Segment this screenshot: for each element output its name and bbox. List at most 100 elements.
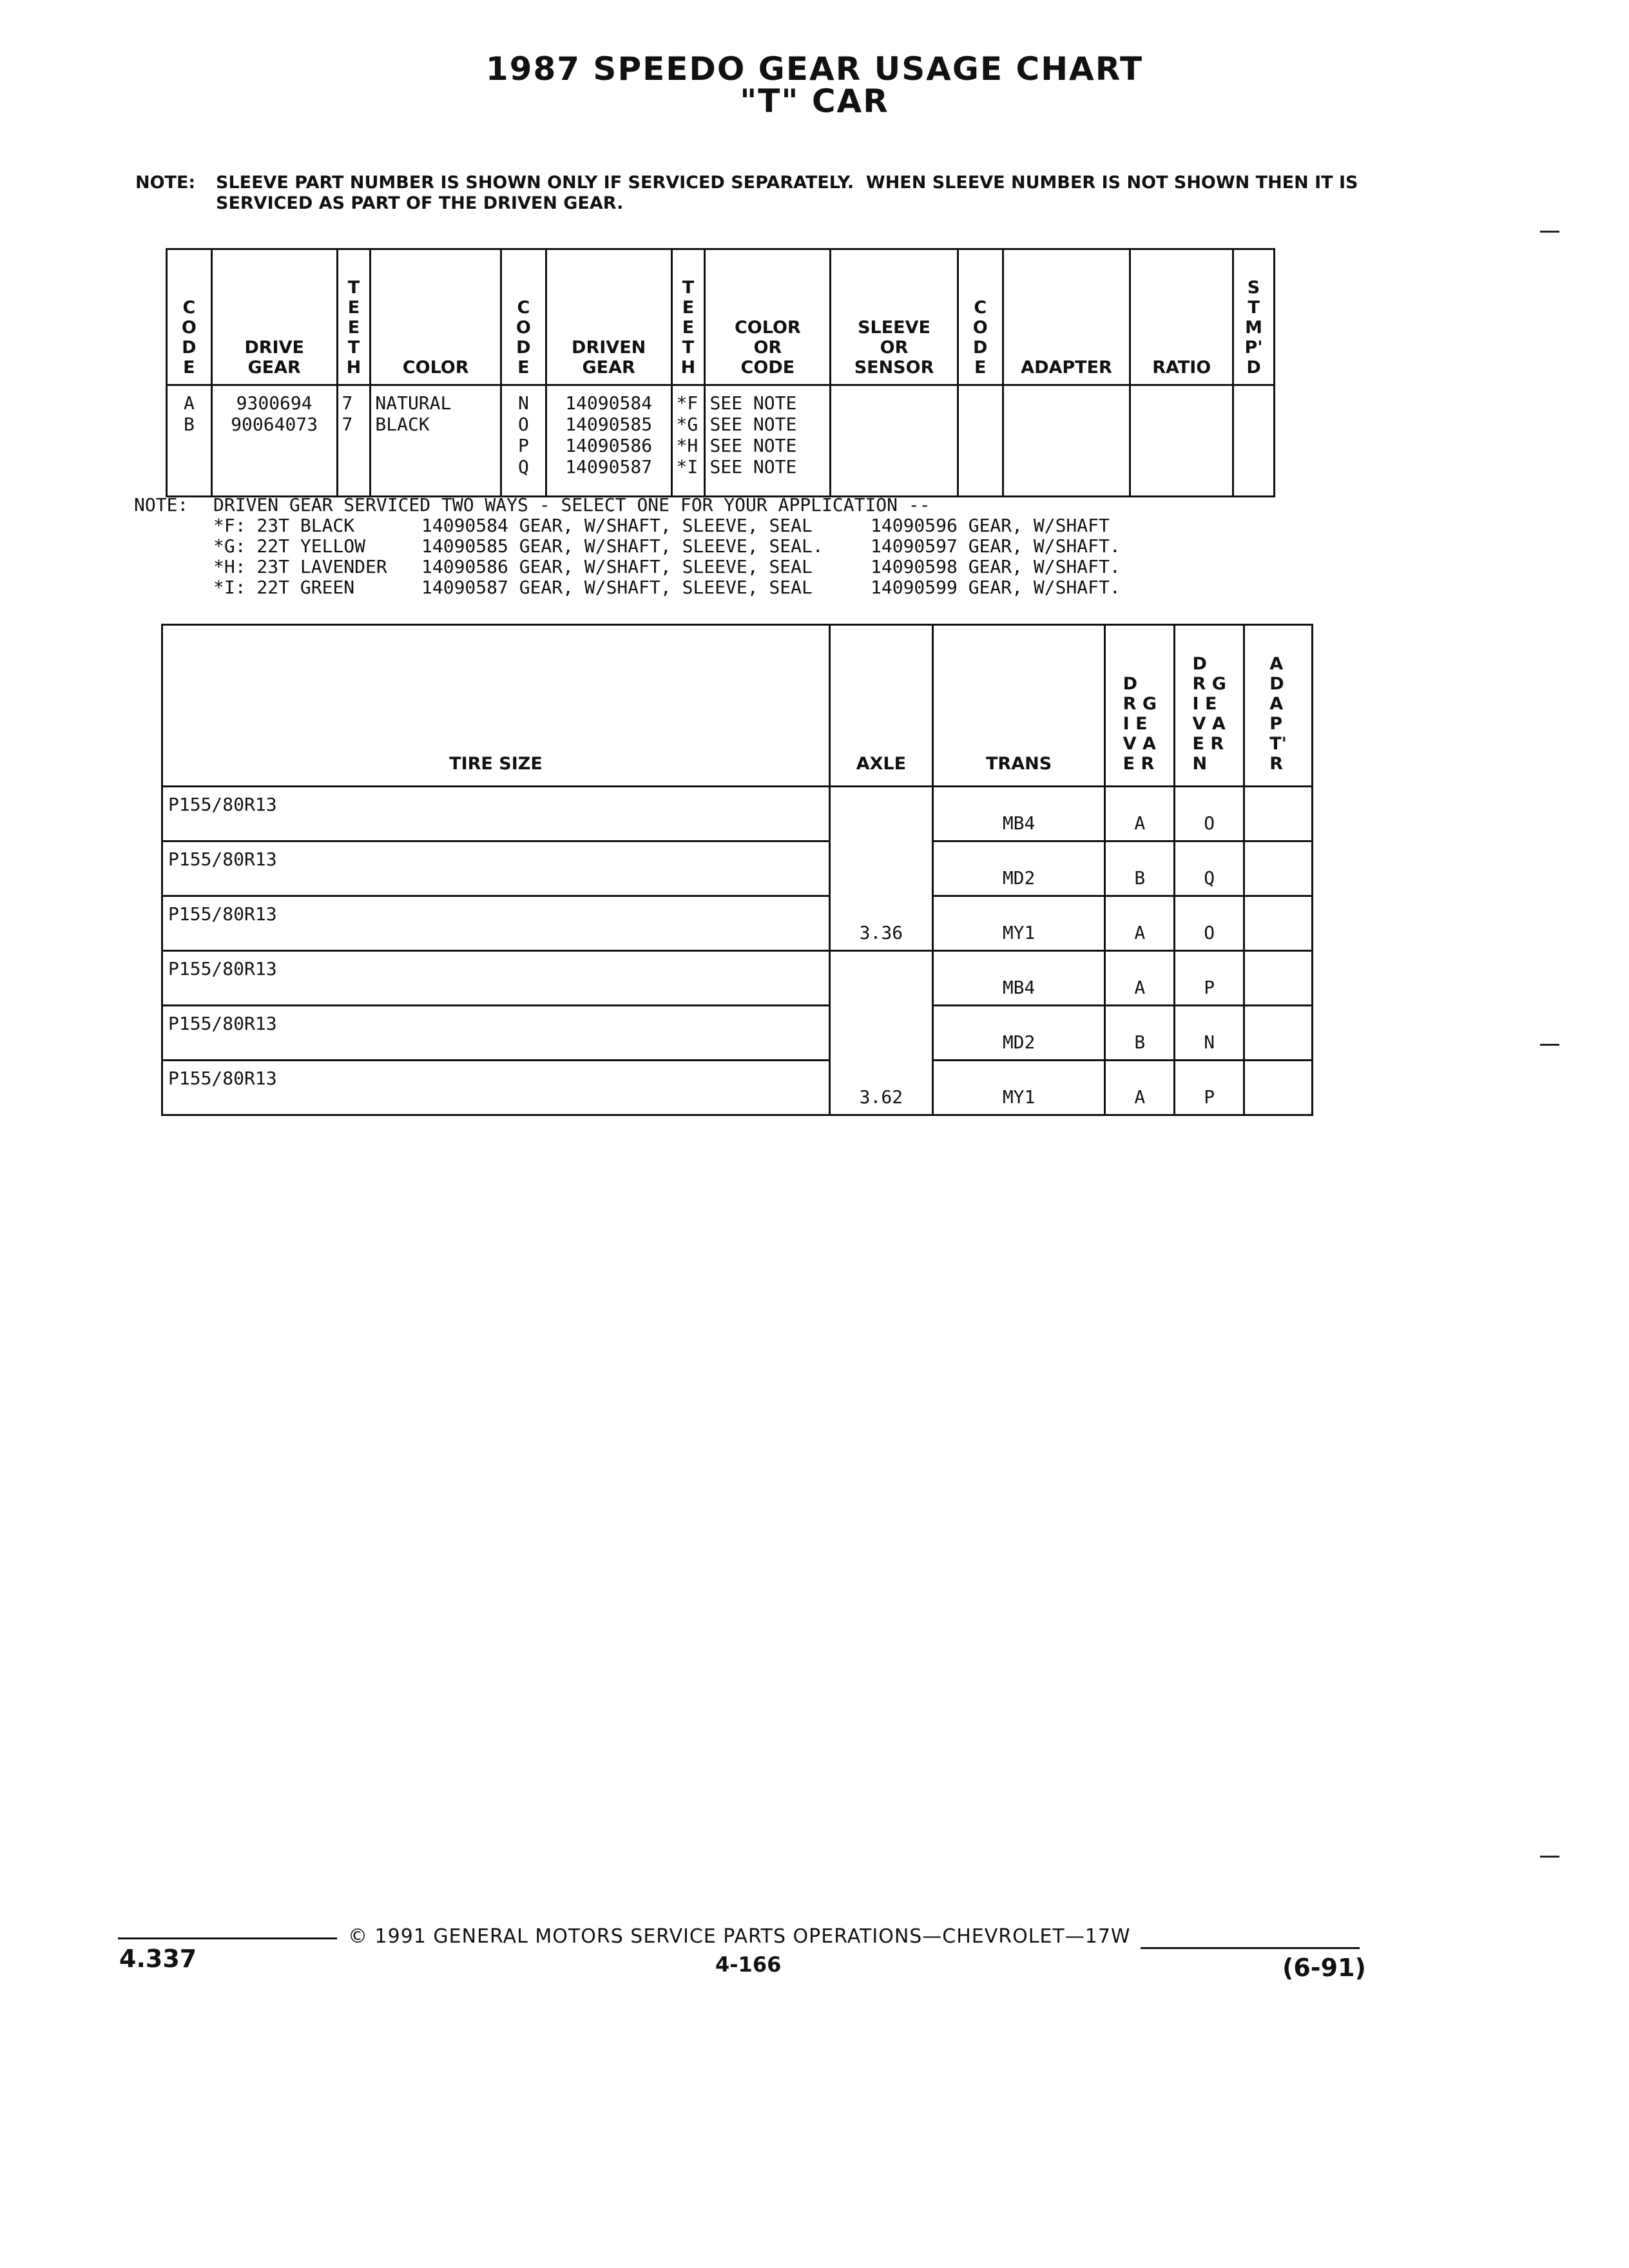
drive-teeth: 7 [342,392,353,414]
driven-gear: 14090586 [565,435,653,456]
header-teeth: T E E T H [336,248,372,386]
driven-gear: Q [1173,840,1246,897]
header-teeth: T E E T H [670,248,706,386]
margin-tick [1540,231,1559,233]
drive-gear: B [1104,1004,1176,1061]
footer-rule-left [118,1937,337,1939]
note-row-option2: 14090598 GEAR, W/SHAFT. [871,556,1121,577]
header-tire-size: TIRE SIZE [161,624,831,787]
drive-gear: A [1104,950,1176,1006]
gear-table-body: A B 9300694 90064073 7 7 NATURAL BLACK N… [166,384,1275,497]
copyright: © 1991 GENERAL MOTORS SERVICE PARTS OPER… [348,1925,1131,1948]
drive-code: B [183,414,195,435]
gear-table-header: C O D E DRIVE GEAR T E E T H COLOR C O D… [166,248,1275,386]
driven-gear: P [1173,1059,1246,1116]
tire-table-header: TIRE SIZE AXLE TRANS D R G I E V A E R D… [161,624,1313,787]
drive-gear: A [1104,895,1176,952]
header-ratio: RATIO [1129,248,1235,386]
driven-teeth: *F [676,392,699,414]
note-row-key: *I: 22T GREEN [213,577,355,598]
drive-gear: B [1104,840,1176,897]
drive-color-cell: NATURAL BLACK [369,384,502,497]
driven-gear: P [1173,950,1246,1006]
note-row-option1: 14090584 GEAR, W/SHAFT, SLEEVE, SEAL [421,515,813,536]
driven-gear: O [1173,895,1246,952]
table-row: P155/80R13 MD2 B N [161,1004,1313,1061]
tire-size: P155/80R13 [161,785,831,842]
table-row: P155/80R13 MY1 A O [161,895,1313,952]
driven-color-code: SEE NOTE [709,392,797,414]
note-row-option2: 14090597 GEAR, W/SHAFT. [871,535,1121,557]
header-code: C O D E [166,248,213,386]
adapter [1243,840,1313,897]
footer-rule-right [1141,1947,1360,1949]
header-driven-gear: D R G I E V A E R N [1173,624,1246,787]
gear-table: C O D E DRIVE GEAR T E E T H COLOR C O D… [166,248,1275,497]
header-adapter: ADAPTER [1001,248,1132,386]
driven-gear: 14090585 [565,414,653,435]
ratio-cell [1129,384,1235,497]
driven-gear: 14090584 [565,392,653,414]
table-row: P155/80R13 MD2 B Q [161,840,1313,897]
axle-ratio: 3.36 [828,785,934,952]
note-label: NOTE: [135,173,196,193]
note-row-option1: 14090587 GEAR, W/SHAFT, SLEEVE, SEAL [421,577,813,598]
driven-code-cell: N O P Q [500,384,547,497]
trans: MY1 [931,1059,1106,1116]
drive-gear: A [1104,1059,1176,1116]
tire-size: P155/80R13 [161,1059,831,1116]
driven-teeth: *G [676,414,699,435]
page-title: 1987 SPEEDO GEAR USAGE CHART [485,50,1144,88]
page-number-left: 4.337 [119,1945,197,1973]
driven-gear: N [1173,1004,1246,1061]
drive-color: BLACK [375,414,430,435]
adapter [1243,950,1313,1006]
driven-gear-cell: 14090584 14090585 14090586 14090587 [545,384,673,497]
header-driven-gear-text: D R G I E V A E R N [1192,654,1226,774]
header-color-or-code: COLOR OR CODE [704,248,832,386]
note-row-option1: 14090585 GEAR, W/SHAFT, SLEEVE, SEAL. [421,535,824,557]
trans: MB4 [931,785,1106,842]
drive-gear: 9300694 [236,392,313,414]
driven-color-code: SEE NOTE [709,456,797,477]
driven-code: P [517,435,529,456]
drive-code: A [183,392,195,414]
adapter [1243,1059,1313,1116]
drive-teeth-cell: 7 7 [336,384,372,497]
driven-color-code: SEE NOTE [709,414,797,435]
page-subtitle: "T" CAR [740,82,889,120]
note-text: SLEEVE PART NUMBER IS SHOWN ONLY IF SERV… [216,173,1358,213]
adapter-cell [1001,384,1132,497]
driven-teeth: *I [676,456,699,477]
driven-code: N [517,392,529,414]
note-row-option1: 14090586 GEAR, W/SHAFT, SLEEVE, SEAL [421,556,813,577]
tire-size: P155/80R13 [161,950,831,1006]
note-row-key: *G: 22T YELLOW [213,535,366,557]
adapter [1243,1004,1313,1061]
tire-table: TIRE SIZE AXLE TRANS D R G I E V A E R D… [161,624,1313,1116]
table-row: P155/80R13 3.36 MB4 A O [161,785,1313,952]
code-cell [956,384,1004,497]
note-heading: DRIVEN GEAR SERVICED TWO WAYS - SELECT O… [213,494,930,515]
tire-size: P155/80R13 [161,840,831,897]
header-adapter-text: A D A P T' R [1269,654,1287,774]
drive-color: NATURAL [375,392,452,414]
drive-gear-cell: 9300694 90064073 [210,384,338,497]
adapter [1243,785,1313,842]
table-row: P155/80R13 MY1 A P [161,1059,1313,1116]
driven-color-code: SEE NOTE [709,435,797,456]
margin-tick [1540,1044,1559,1046]
driven-code: O [517,414,529,435]
driven-gear: 14090587 [565,456,653,477]
trans: MY1 [931,895,1106,952]
header-drive-gear-text: D R G I E V A E R [1123,674,1157,774]
driven-gear: O [1173,785,1246,842]
header-trans: TRANS [931,624,1106,787]
note-row-option2: 14090599 GEAR, W/SHAFT. [871,577,1121,598]
driven-color-code-cell: SEE NOTE SEE NOTE SEE NOTE SEE NOTE [704,384,832,497]
adapter [1243,895,1313,952]
sleeve-cell [829,384,959,497]
drive-gear: A [1104,785,1176,842]
tire-size: P155/80R13 [161,895,831,952]
trans: MD2 [931,840,1106,897]
